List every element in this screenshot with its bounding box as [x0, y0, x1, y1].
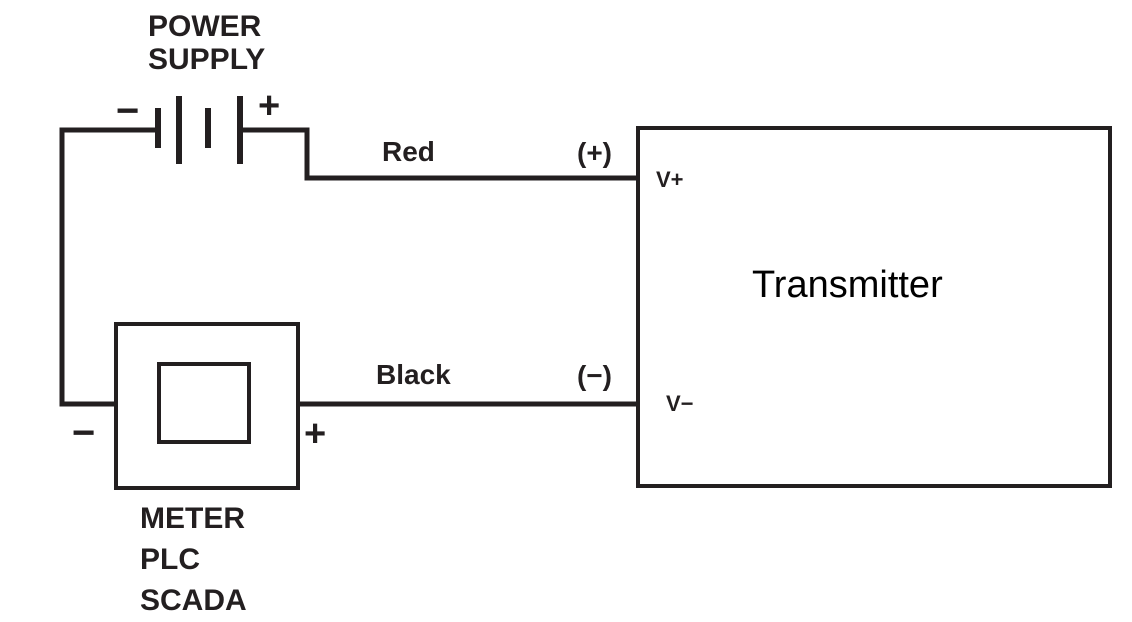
transmitter-box [636, 126, 1112, 488]
negative-terminal-label: (−) [577, 360, 612, 391]
power-supply-label-line2: SUPPLY [148, 43, 265, 76]
v-minus-label: V− [666, 391, 694, 416]
red-wire-label: Red [382, 136, 435, 167]
black-wire-label: Black [376, 359, 451, 390]
meter-label-line2: PLC [140, 543, 200, 576]
positive-terminal-label: (+) [577, 137, 612, 168]
meter-negative-sign: − [72, 411, 95, 455]
power-supply-positive-sign: + [258, 85, 280, 127]
meter-label-line3: SCADA [140, 584, 247, 617]
battery-symbol [155, 96, 243, 164]
meter-label-line1: METER [140, 502, 245, 535]
red-wire [237, 127, 640, 181]
power-supply-negative-sign: − [116, 89, 139, 133]
meter-positive-sign: + [304, 413, 326, 455]
return-wire [59, 127, 161, 407]
v-plus-label: V+ [656, 167, 684, 192]
transmitter-title: Transmitter [752, 264, 943, 306]
meter-display [157, 362, 251, 444]
power-supply-label-line1: POWER [148, 10, 262, 43]
